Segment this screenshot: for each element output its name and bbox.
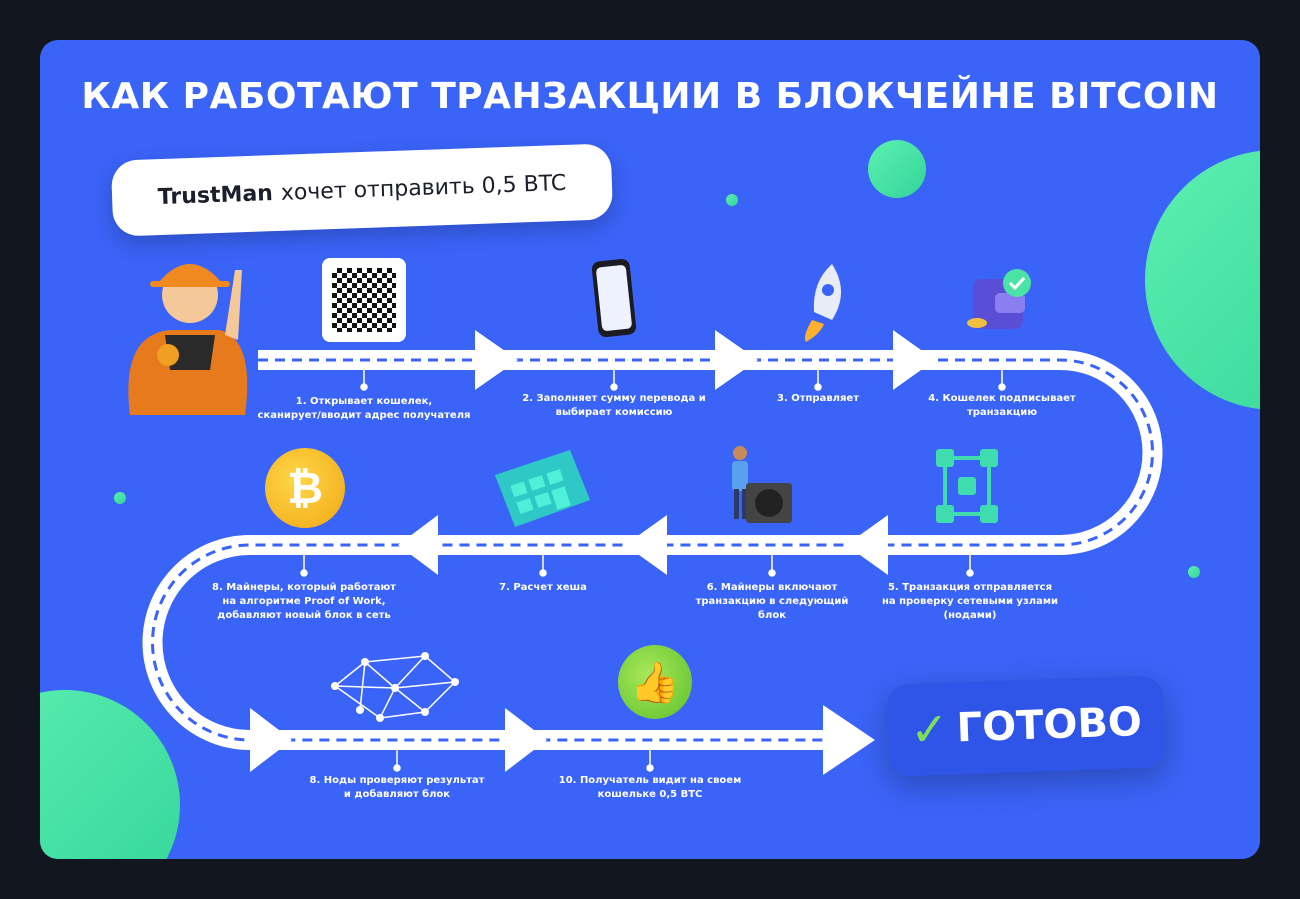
step-7-label: 7. Расчет хеша — [499, 582, 587, 593]
decor-circle — [868, 140, 926, 198]
wallet-signed-icon — [967, 269, 1031, 329]
thumbs-up-icon: 👍 — [618, 645, 692, 719]
decor-circle — [114, 492, 126, 504]
character-illustration — [128, 264, 248, 415]
decor-circle — [1188, 566, 1200, 578]
step-1-label: 1. Открывает кошелек,сканирует/вводит ад… — [257, 396, 471, 421]
phone-wallet-icon — [591, 258, 637, 338]
done-label: ГОТОВО — [955, 698, 1143, 752]
road-path — [142, 330, 1163, 775]
step-3-label: 3. Отправляет — [776, 393, 860, 404]
miner-asic-icon — [732, 446, 792, 523]
decor-circle — [726, 194, 738, 206]
arrow-heads — [250, 330, 935, 775]
qr-code-icon — [322, 258, 406, 342]
done-badge: ✓ ГОТОВО — [886, 675, 1166, 777]
blockchain-nodes-icon — [936, 449, 998, 523]
infographic-card: КАК РАБОТАЮТ ТРАНЗАКЦИИ В БЛОКЧЕЙНЕ BITC… — [40, 40, 1260, 859]
calculator-hash-icon — [495, 450, 590, 527]
check-icon: ✓ — [909, 701, 950, 758]
page-title: КАК РАБОТАЮТ ТРАНЗАКЦИИ В БЛОКЧЕЙНЕ BITC… — [81, 76, 1219, 117]
bitcoin-coin-icon: ₿ — [265, 448, 345, 528]
rocket-icon — [804, 264, 841, 342]
network-nodes-icon — [331, 652, 459, 722]
